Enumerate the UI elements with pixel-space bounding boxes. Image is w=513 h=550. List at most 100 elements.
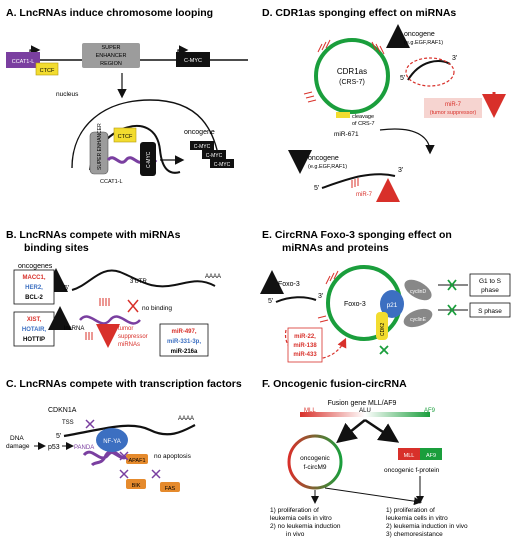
arrow-to-circ: [336, 419, 366, 444]
fcircm9-circle: [287, 434, 343, 490]
p21-protein: [380, 290, 404, 318]
panel-f-title: F. Oncogenic fusion-circRNA: [262, 378, 407, 390]
aaaa-b: AAAA: [205, 274, 221, 280]
ctcf-label: CTCF: [40, 68, 55, 74]
ccat1-label: CCAT1-L: [12, 59, 35, 65]
sphase-box: [469, 302, 511, 318]
apaf1-box: [126, 454, 148, 464]
panel-e-title-2: miRNAs and proteins: [282, 242, 389, 254]
tss-label: TSS: [62, 420, 74, 426]
cdk2-label: CDK2: [380, 322, 386, 336]
cdr1as-sub: (CRS-7): [339, 79, 365, 86]
utr-label: 3'UTR: [130, 279, 147, 285]
cycline-protein: [403, 308, 433, 328]
arrow-to-protein: [364, 418, 400, 443]
mrna-c: [63, 424, 196, 438]
mir-box-b: [159, 323, 209, 357]
cdkn1a-label: CDKN1A: [48, 407, 77, 414]
left-outcome-1: 1) proliferation of: [270, 507, 319, 514]
mrna-d-top: [407, 60, 451, 81]
panel-e-title-1: E. CircRNA Foxo-3 sponging effect on: [262, 229, 452, 241]
af9-protein-box: [420, 448, 442, 460]
oncogenes-label: oncogenes: [18, 263, 53, 270]
mll-protein-label: MLL: [404, 453, 415, 459]
cleavage-mark: [336, 112, 350, 118]
cmyc-product-2: C-MYC: [206, 153, 223, 159]
super-enhancer-inside: [89, 131, 109, 175]
mirna-hair-b: [85, 298, 110, 340]
super-enhancer-box: [82, 43, 140, 68]
mir7-sub: (tumor suppressor): [430, 110, 477, 116]
panel-d: D. CDR1as sponging effect on miRNAs onco…: [262, 7, 506, 202]
ctcf-box: [35, 62, 59, 76]
panel-a-title: A. LncRNAs induce chromosome looping: [6, 7, 213, 19]
cdk2-protein: [376, 312, 388, 340]
mir-e-3: miR-433: [293, 352, 317, 358]
oncogene-d-1-sub: (e.g.EGF,RAF1): [404, 40, 443, 46]
cyclind-label: cyclinD: [410, 289, 427, 295]
mir-b-3: miR-216a: [171, 349, 198, 355]
nucleus-boundary: [71, 99, 221, 169]
right-outcome-3: 2) leukemia induction in vivo: [386, 523, 468, 530]
cycline-label: cyclinE: [410, 317, 427, 323]
cleavage-2: of CRS-7: [352, 121, 375, 127]
left-outcome-4: in vivo: [286, 531, 305, 538]
mir7-hair-bottom: [351, 178, 359, 188]
super-enhancer-line1: SUPER: [102, 45, 121, 51]
left-outcome-2: leukemia cells in vitro: [270, 515, 332, 522]
no-binding-x-2: [127, 299, 139, 313]
left-outcome-3: 2) no leukemia induction: [270, 523, 341, 530]
g1s-box: [469, 273, 511, 297]
cleavage-1: cleavage: [352, 114, 374, 120]
alu-label: ALU: [359, 408, 371, 414]
tsm-line1: tumor: [118, 326, 133, 332]
lnc-gene-2: HOTAIR,: [22, 327, 47, 333]
panel-b-title-2: binding sites: [24, 242, 89, 254]
ctcf-inside-label: CTCF: [118, 134, 133, 140]
sphase-label: S phase: [478, 308, 502, 315]
cyclind-protein: [404, 279, 432, 301]
panel-a: A. LncRNAs induce chromosome looping CCA…: [6, 7, 248, 185]
mir-b-1: miR-497,: [171, 329, 196, 335]
mrna-d-bottom: [321, 173, 396, 189]
no-apoptosis-label: no apoptosis: [154, 453, 192, 460]
fcircm9-label-2: f-circM9: [303, 464, 326, 471]
cmyc-products: C-MYC C-MYC C-MYC: [190, 141, 234, 168]
ccat1-lower-label: CCAT1-L: [100, 179, 123, 185]
tsm-line2: suppressor: [118, 334, 148, 340]
super-enhancer-line3: REGION: [100, 61, 122, 67]
mirna-hair-d: [303, 39, 385, 103]
right-outcome-4: 3) chemoresistance: [386, 531, 443, 538]
no-binding-label: no binding: [142, 305, 172, 312]
foxo3-circ-label: Foxo-3: [344, 301, 366, 308]
five-prime-e: 5': [268, 298, 273, 305]
mir-box-e: [287, 327, 323, 363]
oncogene-box: [13, 269, 55, 305]
mir7-label: miR-7: [445, 102, 462, 108]
af9-protein-label: AF9: [426, 453, 436, 459]
super-enhancer-line2: ENHANCER: [96, 53, 127, 59]
foxo3-label: Foxo-3: [278, 281, 300, 288]
fcircm9-label-1: oncogenic: [300, 455, 330, 462]
cleavage-arrow: [379, 128, 435, 155]
fprotein-label: oncogenic f-protein: [384, 467, 440, 474]
cmyc-box: [176, 52, 210, 67]
oncogene-d-1: oncogene: [404, 31, 435, 38]
onco-gene-1: MACC1,: [22, 275, 45, 281]
onco-gene-2: HER2,: [25, 285, 43, 291]
lncrna-label: lncRNA: [64, 326, 84, 332]
cmyc-product-1: C-MYC: [194, 144, 211, 150]
panel-b-title-1: B. LncRNAs compete with miRNAs: [6, 229, 181, 241]
panel-b: B. LncRNAs compete with miRNAs binding s…: [6, 229, 221, 357]
oncogene-d-2-sub: (e.g.EGF,RAF1): [308, 164, 347, 170]
dna-damage-2: damage: [6, 443, 30, 450]
af9-label: AF9: [424, 408, 436, 414]
cdr1as-circle: [314, 38, 390, 114]
five-prime-b: 5': [64, 285, 69, 292]
five-prime-d: 5': [400, 75, 405, 82]
fusion-gene-label: Fusion gene MLL/AF9: [328, 400, 397, 407]
mll-label: MLL: [304, 408, 316, 414]
three-prime-d2: 3': [398, 167, 403, 174]
panel-c: C. LncRNAs compete with transcription fa…: [6, 378, 242, 492]
